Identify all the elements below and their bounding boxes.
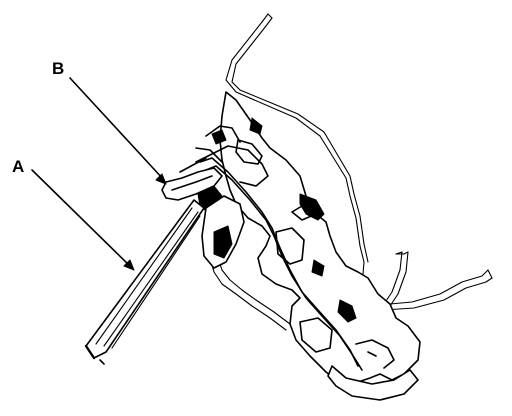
- callout-label-a: A: [12, 157, 24, 176]
- lower-body-panel: [375, 251, 493, 319]
- weatherstrip-seal: [219, 91, 421, 401]
- callout-arrow-b: [69, 77, 167, 185]
- callout-label-b: B: [52, 59, 64, 78]
- body-panel-outline: [225, 13, 369, 295]
- seal-lip-detail: [161, 125, 269, 269]
- callout-arrow-a: [31, 169, 135, 271]
- trim-tool: [84, 199, 205, 365]
